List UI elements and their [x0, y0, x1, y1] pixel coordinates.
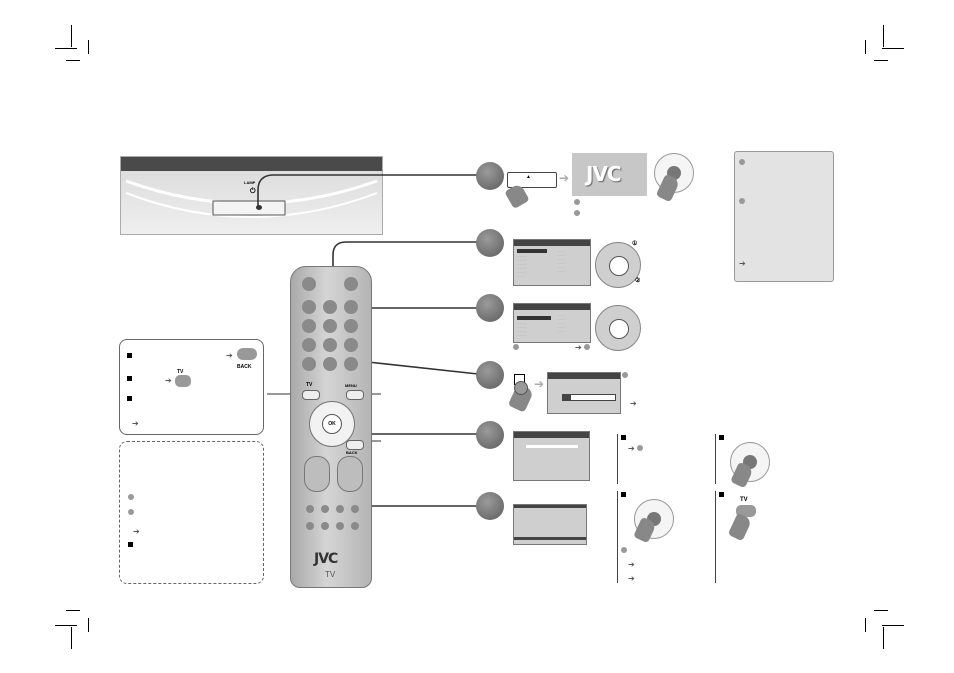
back-button-icon	[237, 348, 257, 360]
right-info-panel: ➔	[734, 151, 834, 282]
arrow-right-icon: ➔	[575, 343, 582, 352]
arrow-right-icon: ➔	[739, 259, 746, 268]
remote-bottom-keys	[304, 505, 360, 535]
remote-menu-button[interactable]	[346, 390, 364, 400]
arrow-right-icon: ➔	[133, 527, 140, 536]
arrow-right-icon: ➔	[132, 419, 139, 428]
step-6-marker	[476, 492, 504, 520]
step6-menu-screen	[513, 504, 587, 545]
power-button[interactable]	[256, 205, 262, 210]
remote-back-label: BACK	[346, 450, 358, 455]
remote-channel-rocker[interactable]	[337, 456, 363, 492]
step-5-marker	[476, 421, 504, 449]
dpad-icon	[595, 305, 641, 351]
sub-panel-d: TV	[718, 491, 808, 551]
jvc-startup-screen: JVC	[572, 153, 647, 196]
arrow-right-icon: ➔	[559, 171, 570, 185]
hand-pointer-icon	[727, 512, 753, 542]
knob-mark-1: ①	[632, 241, 638, 247]
tv-button-icon	[175, 375, 191, 387]
arrow-right-icon: ➔	[630, 399, 637, 408]
step-3-marker	[476, 294, 504, 322]
divider	[617, 434, 618, 484]
step2-menu-screen: . . . . . . . . . . . . . . . . . . . . …	[513, 239, 591, 286]
arrow-right-icon: ➔	[628, 574, 635, 583]
back-label: BACK	[237, 364, 252, 370]
step3-menu-screen: . . . . . . . . . . . . . . . . . . . . …	[513, 303, 591, 343]
dpad-icon	[595, 242, 641, 288]
remote-model-label: TV	[325, 570, 336, 579]
tv-label: TV	[740, 497, 748, 503]
tv-label: TV	[177, 369, 184, 375]
remote-tv-button[interactable]	[302, 390, 320, 400]
eject-icon: ▲	[526, 174, 531, 180]
divider	[617, 491, 618, 583]
remote-tv-label: TV	[306, 382, 313, 388]
left-info-panel: ➔ BACK ➔ TV ➔	[119, 339, 264, 435]
power-icon: ⏻	[250, 188, 256, 195]
sub-panel-c: ➔ ➔	[620, 491, 710, 583]
knob-mark-2: ②	[635, 278, 641, 284]
sub-panel-b	[718, 434, 808, 489]
ok-button-icon	[514, 381, 528, 395]
arrow-right-icon: ➔	[165, 376, 172, 385]
left-note-panel: ➔	[119, 441, 264, 584]
divider	[715, 434, 716, 484]
remote-menu-label: MENU	[345, 383, 357, 388]
divider	[715, 491, 716, 583]
step-2-marker	[476, 229, 504, 257]
step-1-marker	[476, 162, 504, 190]
step5-menu-screen	[513, 431, 590, 481]
remote-volume-rocker[interactable]	[304, 456, 330, 492]
arrow-right-icon: ➔	[534, 377, 545, 391]
lamp-label: LAMP	[244, 180, 256, 185]
sub-panel-a: ➔	[620, 434, 710, 484]
remote-brand-logo: JVC	[314, 551, 338, 567]
arrow-right-icon: ➔	[628, 444, 635, 453]
step4-progress-screen	[547, 372, 621, 414]
remote-back-button[interactable]	[346, 440, 364, 450]
tv-front-panel: LAMP ⏻	[120, 156, 383, 235]
step-4-marker	[476, 361, 504, 389]
remote-number-keys	[298, 275, 362, 375]
arrow-right-icon: ➔	[628, 560, 635, 569]
step1-button-illustration	[507, 172, 557, 188]
remote-ok-button[interactable]: OK	[322, 414, 342, 434]
arrow-right-icon: ➔	[226, 351, 233, 360]
jvc-logo: JVC	[586, 162, 622, 186]
